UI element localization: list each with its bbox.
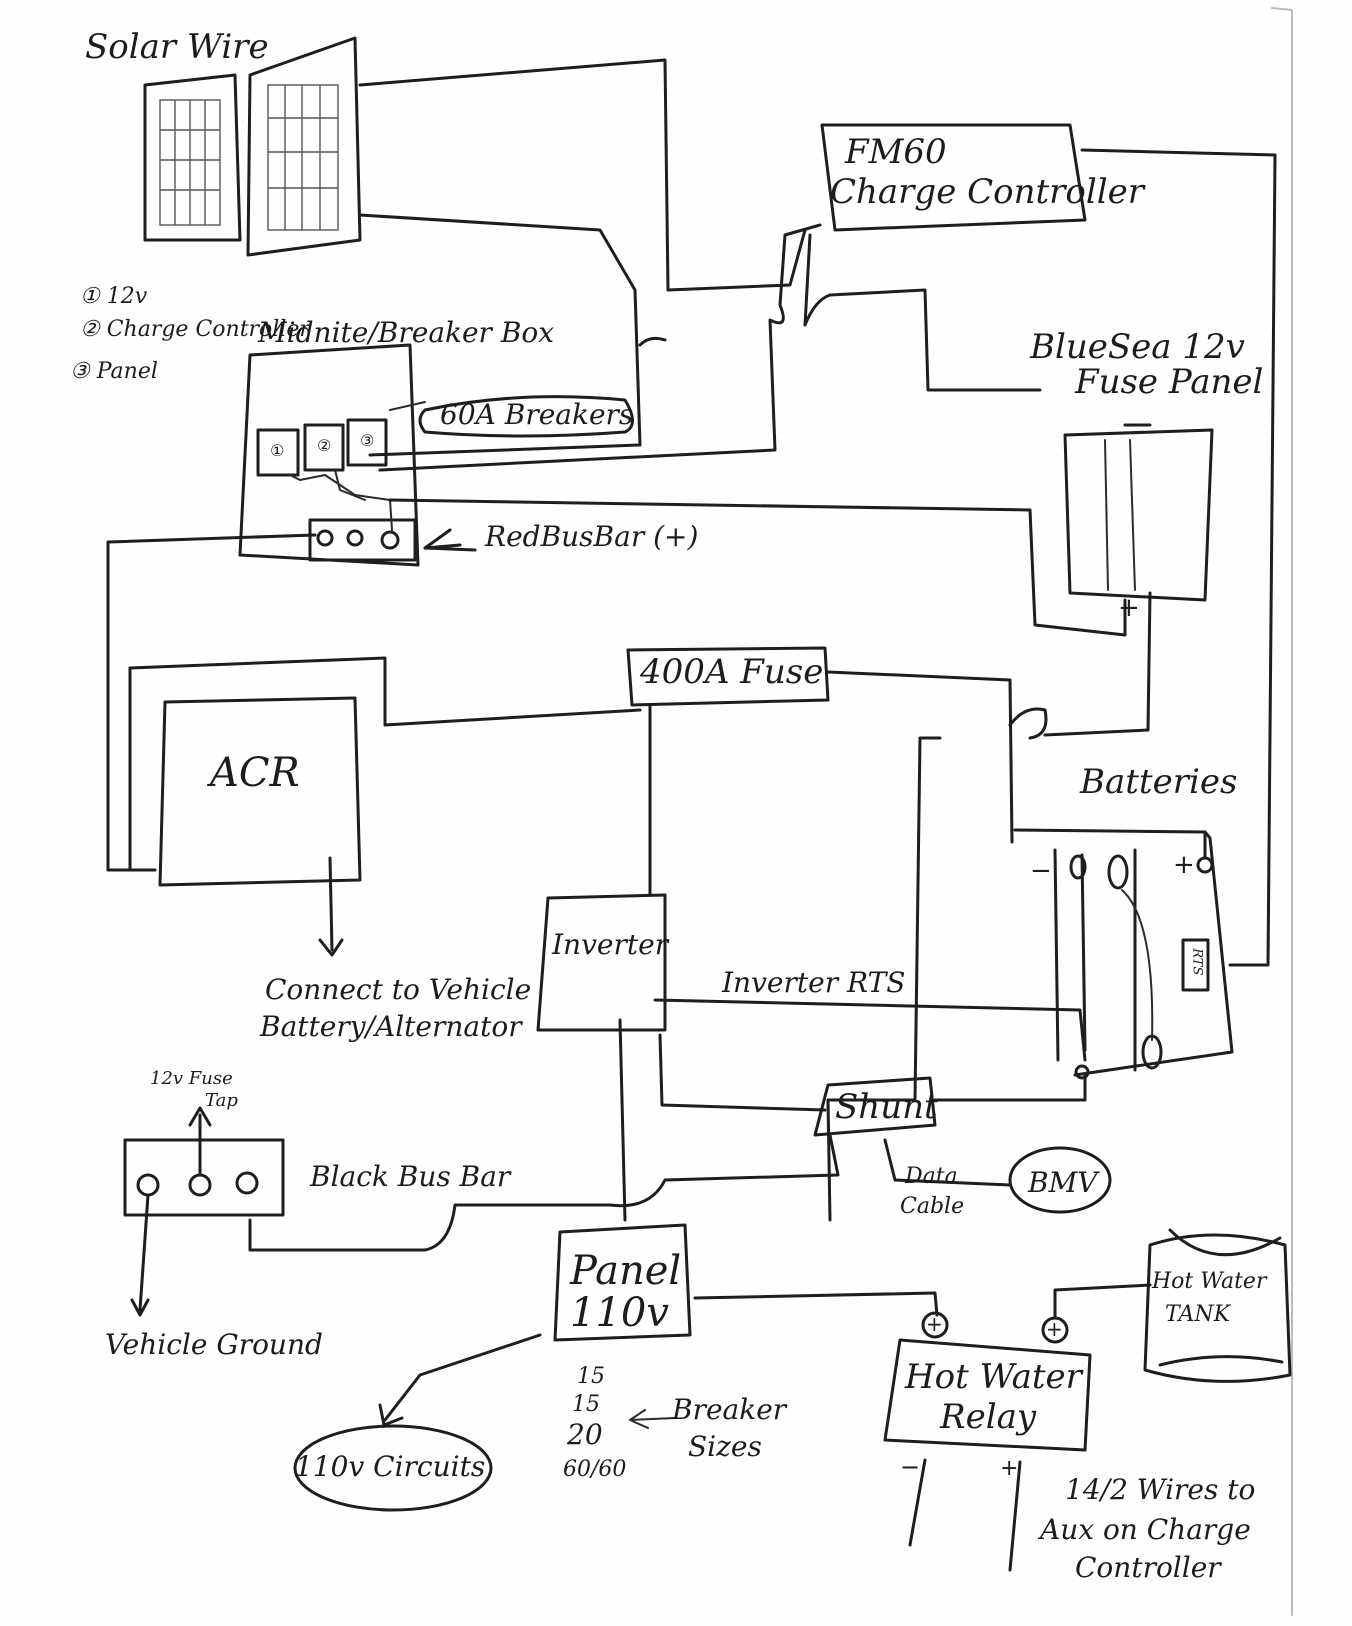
fuse-panel-label-2: Fuse Panel	[1075, 362, 1264, 402]
fuse-panel-box	[1063, 428, 1214, 602]
fuse-tap-label-1: 12v Fuse	[150, 1068, 233, 1089]
wire-inverter-rts	[653, 998, 1087, 1062]
black-bus-bar	[123, 1138, 285, 1217]
fuse-panel-label-1: BlueSea 12v	[1030, 327, 1245, 367]
shunt-box	[813, 1076, 937, 1137]
legend-item-1: ① 12v	[80, 284, 148, 309]
wire-busbar-to-fuse-panel	[388, 498, 1127, 637]
rts-sensor-box	[1181, 938, 1210, 992]
breaker-box	[238, 343, 420, 567]
red-bus-bar	[308, 518, 417, 562]
fuse-tap-label-2: Tap	[205, 1090, 238, 1111]
breaker-sizes-label-2: Sizes	[688, 1430, 762, 1463]
wire-inverter-to-panel	[618, 1018, 627, 1222]
hot-water-tank-label-2: TANK	[1165, 1302, 1231, 1327]
breaker-3-number: ③	[360, 431, 375, 450]
charge-controller-label-1: FM60	[845, 132, 947, 172]
charge-controller-box	[820, 123, 1087, 232]
main-fuse-label: 400A Fuse	[640, 652, 824, 692]
wire-fuse-panel-to-batteries	[1043, 591, 1152, 737]
relay-plus-left: +	[926, 1312, 943, 1336]
battery-minus: −	[1030, 856, 1052, 886]
vehicle-ground-label: Vehicle Ground	[105, 1328, 323, 1361]
hot-water-tank-label-1: Hot Water	[1152, 1269, 1267, 1294]
breaker-sizes-label-1: Breaker	[672, 1393, 787, 1426]
bmv-label: BMV	[1028, 1166, 1098, 1199]
acr-label: ACR	[210, 750, 300, 796]
breaker-size-3: 20	[567, 1418, 603, 1451]
breaker-2-number: ②	[317, 436, 332, 455]
ac-panel-label-2: 110v	[570, 1290, 669, 1336]
aux-note-line-1: 14/2 Wires to	[1065, 1473, 1256, 1506]
aux-note-line-3: Controller	[1075, 1551, 1221, 1584]
ac-panel-label-1: Panel	[570, 1248, 682, 1294]
inverter-rts-label: Inverter RTS	[722, 966, 906, 999]
diagram-title: Solar Wire	[85, 27, 269, 67]
breaker-size-2: 15	[572, 1392, 600, 1417]
black-bus-bar-label: Black Bus Bar	[310, 1160, 511, 1193]
acr-note-line-2: Battery/Alternator	[260, 1010, 522, 1043]
relay-plus-right: +	[1046, 1317, 1063, 1341]
wire-inverter-to-shunt	[658, 1033, 827, 1112]
shunt-label: Shunt	[835, 1087, 938, 1127]
legend-item-3: ③ Panel	[70, 359, 158, 384]
fuse-panel-plus: +	[1118, 593, 1140, 623]
red-bus-bar-label: RedBusBar (+)	[485, 520, 699, 553]
breaker-size-4: 60/60	[563, 1457, 627, 1482]
inverter-label: Inverter	[552, 928, 669, 961]
wire-solar-negative	[358, 213, 642, 457]
wire-cc-to-breaker	[378, 223, 822, 472]
acr-note-line-1: Connect to Vehicle	[265, 973, 532, 1006]
breaker-size-1: 15	[577, 1364, 605, 1389]
data-cable-label-2: Cable	[900, 1194, 965, 1219]
acr-box	[128, 656, 642, 727]
rts-label: RTS	[1189, 948, 1205, 976]
batteries-label: Batteries	[1080, 762, 1238, 802]
wire-data-cable	[883, 1138, 1012, 1187]
ac-panel-box	[553, 1223, 692, 1342]
hot-water-relay-label-2: Relay	[940, 1397, 1037, 1437]
hot-water-relay-label-1: Hot Water	[905, 1357, 1082, 1397]
wire-panel-to-circuits	[383, 1333, 542, 1422]
breakers-callout	[418, 395, 634, 438]
wire-shunt-to-black-bus	[248, 1133, 840, 1252]
sheet-right-edge	[1271, 7, 1293, 1616]
data-cable-label-1: Data	[905, 1164, 958, 1189]
legend-item-2: ② Charge Controller	[80, 317, 310, 342]
hot-water-tank	[1143, 1233, 1292, 1383]
aux-note-line-2: Aux on Charge	[1040, 1513, 1251, 1546]
main-fuse-box	[626, 646, 830, 707]
bmv-meter	[1008, 1146, 1112, 1214]
hot-water-relay-box	[883, 1338, 1092, 1452]
relay-minus: −	[900, 1453, 921, 1481]
solar-panels	[143, 36, 362, 257]
ac-circuits-oval	[293, 1424, 493, 1512]
charge-controller-label-2: Charge Controller	[830, 172, 1145, 212]
wire-solar-positive	[358, 58, 807, 292]
batteries-box	[1013, 828, 1234, 1077]
breakers-label: 60A Breakers	[440, 398, 634, 431]
breaker-box-label: Midnite/Breaker Box	[258, 316, 555, 349]
inverter-box	[536, 893, 667, 1032]
relay-plus-bottom: +	[1000, 1456, 1019, 1481]
breaker-1-number: ①	[270, 441, 285, 460]
ac-circuits-label: 110v Circuits	[295, 1450, 486, 1483]
battery-plus: +	[1173, 850, 1195, 880]
wire-cc-to-rts	[1080, 148, 1277, 967]
